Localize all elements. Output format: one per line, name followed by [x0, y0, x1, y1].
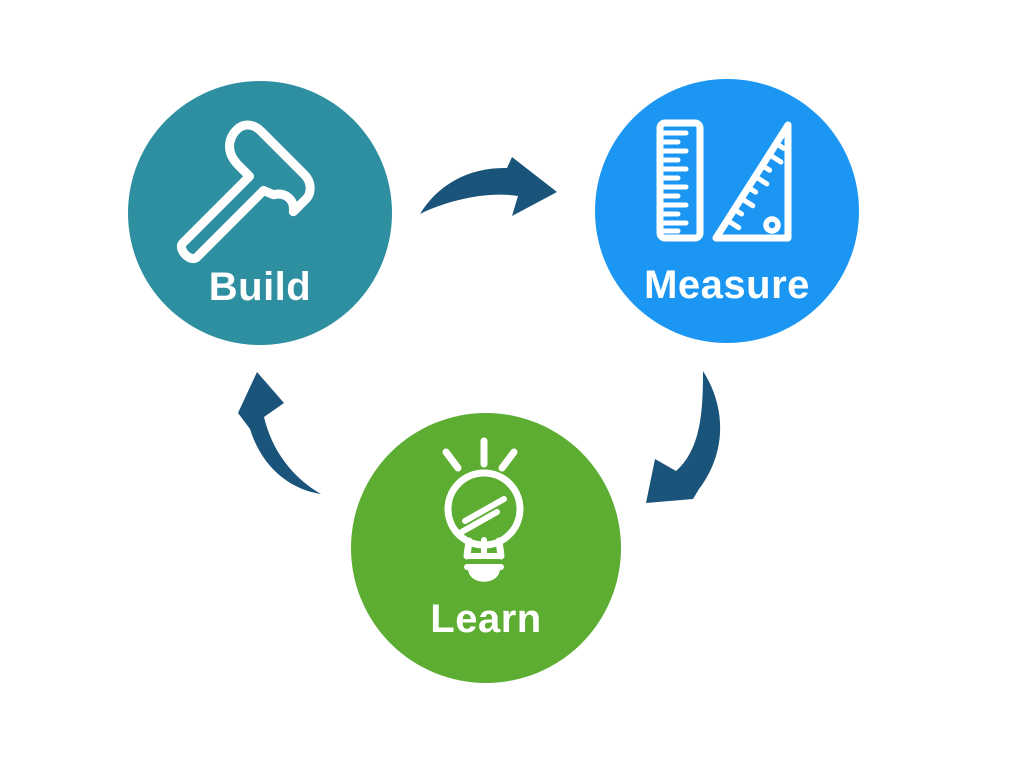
node-measure: Measure	[595, 79, 859, 343]
ruler-ticks	[660, 130, 689, 234]
arrow-measure-to-learn	[646, 371, 721, 503]
arrow-learn-to-build	[238, 372, 321, 494]
node-learn: Learn	[351, 413, 621, 683]
set-square-icon	[712, 121, 792, 242]
measure-label: Measure	[644, 263, 810, 307]
node-build: Build	[128, 81, 392, 345]
bulb-filament	[455, 496, 507, 558]
ruler-and-set-square-icon	[656, 119, 792, 242]
cycle-arrows	[238, 157, 721, 503]
arrow-build-to-measure	[420, 157, 557, 216]
lightbulb-icon	[442, 437, 524, 582]
set-square-hole	[763, 216, 781, 234]
set-square-ticks	[724, 141, 787, 231]
bulb-rays	[442, 437, 518, 472]
build-circle	[128, 81, 392, 345]
learn-label: Learn	[430, 597, 541, 641]
build-label: Build	[209, 265, 311, 309]
hammer-icon	[177, 120, 315, 263]
bulb-base-cap	[468, 569, 500, 582]
ruler-icon	[656, 119, 704, 242]
